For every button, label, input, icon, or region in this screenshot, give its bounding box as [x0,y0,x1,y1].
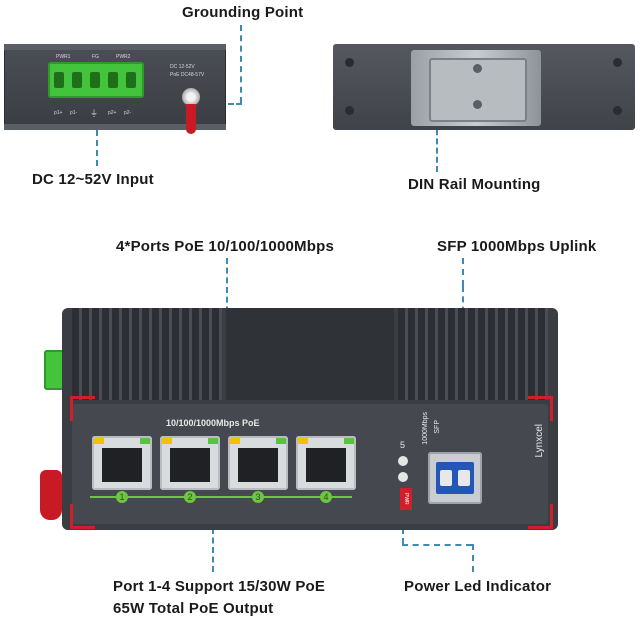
brand-logo: Lynxcel [534,424,545,458]
corner-accent [70,504,95,529]
leader-power-led-h [402,544,472,546]
leader-power-led [402,518,404,544]
leader-dc-input [96,130,98,166]
front-view-device: 10/100/1000Mbps PoE 1 2 3 4 5 PWR 1000Mb… [62,308,558,530]
fiber-connector [440,470,452,486]
poe-support-label: Port 1-4 Support 15/30W PoE [113,578,326,595]
term-label: p1- [70,110,78,116]
sfp-label: SFP [434,420,441,434]
terminal-slot [90,72,100,88]
dc-input-label: DC 12~52V Input [32,171,154,188]
port-led [162,438,172,444]
fg-label: FG [92,54,99,60]
terminal-slot [126,72,136,88]
sfp-module [436,462,474,494]
center-panel [226,308,394,400]
port-led [230,438,240,444]
sfp-label: 1000Mbps [422,412,429,445]
grounding-screw-icon [182,88,200,106]
leader-power-led-v [472,544,474,572]
din-rail-label: DIN Rail Mounting [408,176,541,193]
power-led-label: Power Led Indicator [404,578,552,595]
device-edge-strip [4,44,226,50]
leader-sfp [462,258,464,286]
rj45-jack [102,448,142,482]
fiber-connector [458,470,470,486]
corner-accent [70,396,95,421]
port-led [208,438,218,444]
terminal-block [48,62,144,98]
leader-poe-ports [226,258,228,322]
terminal-slot [54,72,64,88]
screw-hole-icon [613,106,622,115]
heat-sink-fins [398,308,548,400]
sfp-uplink-label: SFP 1000Mbps Uplink [437,238,597,255]
spec-label: PoE DC48-57V [170,72,205,78]
side-grounding-lug-icon [40,470,62,520]
screw-hole-icon [345,106,354,115]
device-edge-strip [4,124,226,130]
heat-sink-fins [72,308,222,400]
port-led [298,438,308,444]
port-led [140,438,150,444]
grounding-lug-icon [186,104,196,134]
top-view-device: PWR1 FG PWR2 p1+ p1- ⏚ p2+ p2- DC 12-52V… [4,44,226,134]
status-led [398,456,408,466]
pwr-label: PWR [400,488,412,510]
port-number: 2 [184,491,196,503]
spec-label: DC 12-52V [170,64,195,70]
terminal-slot [72,72,82,88]
port-number: 3 [252,491,264,503]
rj45-port[interactable] [228,436,288,490]
rj45-port[interactable] [160,436,220,490]
rj45-jack [306,448,346,482]
status-led [398,472,408,482]
corner-accent [528,396,553,421]
grounding-point-label: Grounding Point [182,4,304,21]
port-number: 4 [320,491,332,503]
poe-total-label: 65W Total PoE Output [113,600,274,617]
pwr2-label: PWR2 [116,54,131,60]
port-led [344,438,354,444]
sfp-port[interactable] [428,452,482,504]
screw-hole-icon [473,100,482,109]
port-led [94,438,104,444]
port-number-line [90,496,352,498]
leader-grounding-h [212,103,242,105]
term-label: p1+ [54,110,63,116]
term-label: p2+ [108,110,117,116]
led-label: 5 [400,440,406,450]
screw-hole-icon [473,64,482,73]
poe-ports-label: 4*Ports PoE 10/100/1000Mbps [116,238,335,255]
leader-grounding [240,25,242,103]
corner-accent [528,504,553,529]
rj45-jack [170,448,210,482]
screw-hole-icon [345,58,354,67]
leader-poe-support [212,528,214,572]
port-number: 1 [116,491,128,503]
screw-hole-icon [613,58,622,67]
pwr1-label: PWR1 [56,54,71,60]
port-header: 10/100/1000Mbps PoE [166,418,260,428]
back-view-device [333,44,635,130]
ground-symbol-icon: ⏚ [90,109,98,118]
rj45-port[interactable] [296,436,356,490]
terminal-slot [108,72,118,88]
leader-din-rail [436,120,438,172]
port-led [276,438,286,444]
rj45-port[interactable] [92,436,152,490]
term-label: p2- [124,110,132,116]
rj45-jack [238,448,278,482]
